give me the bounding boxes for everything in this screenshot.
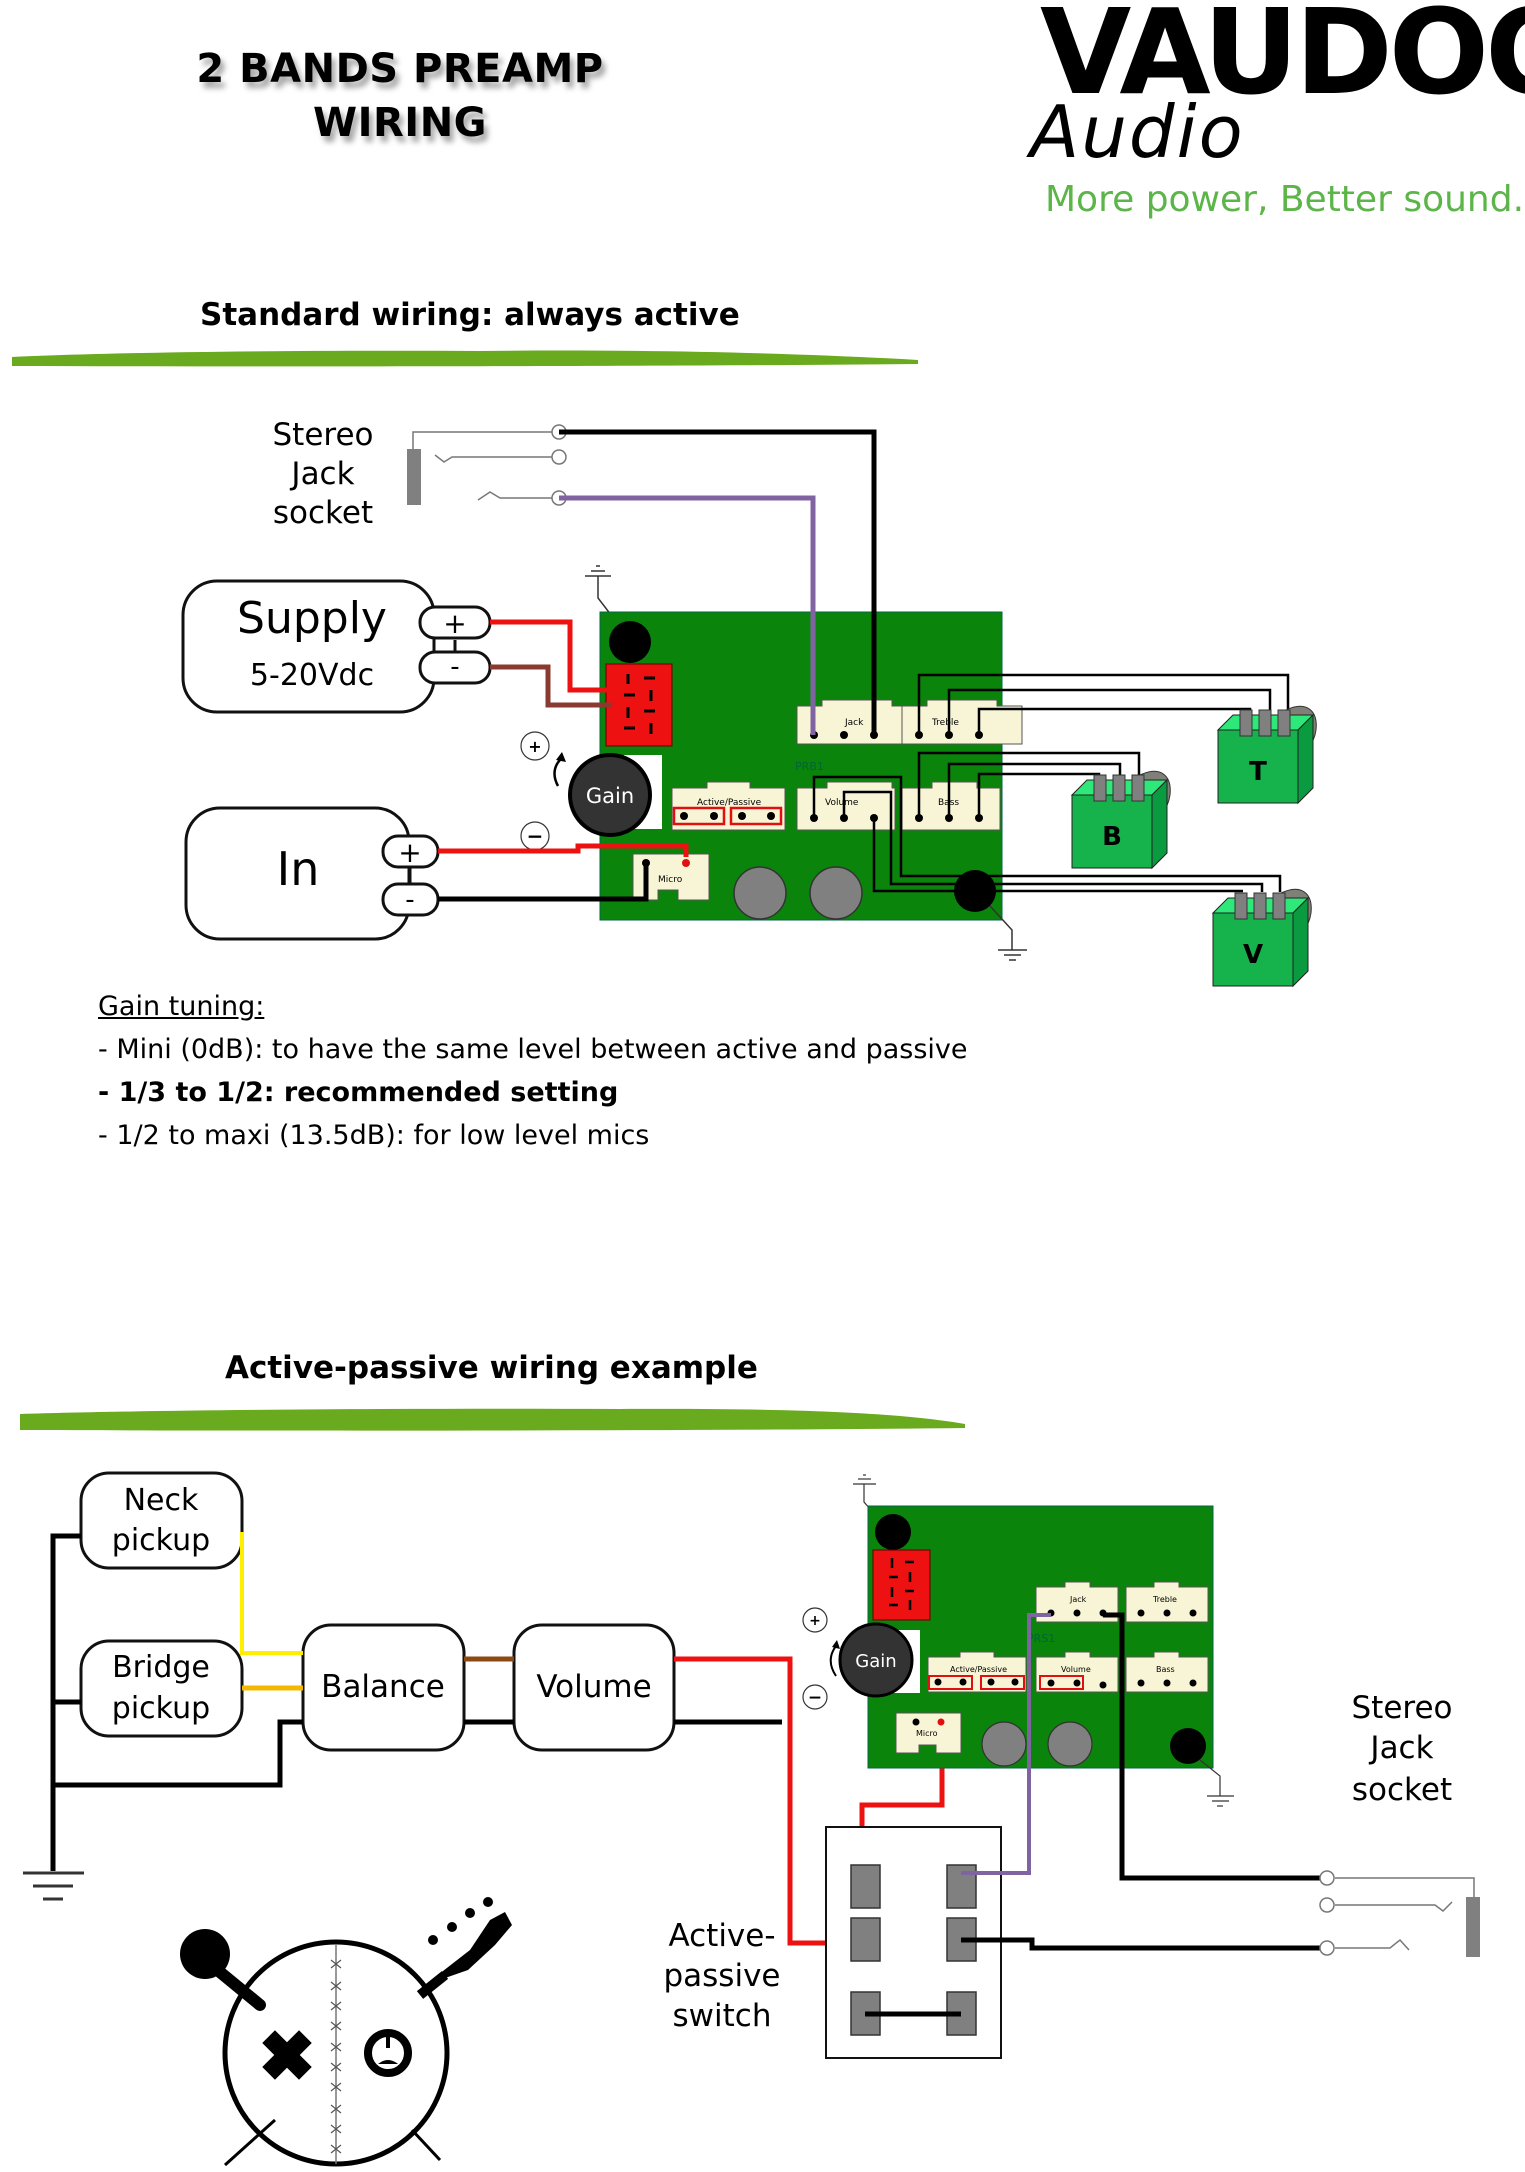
s1-connector-treble: Treble (931, 718, 959, 728)
supply-block: Supply 5-20Vdc + - (181, 579, 492, 714)
volume-label: Volume (536, 1669, 651, 1705)
s2-connector-bass: Bass (1156, 1665, 1175, 1674)
section1-underline (12, 350, 918, 367)
page-title: 2 BANDS PREAMP WIRING (150, 42, 650, 150)
gain-tuning-item: - Mini (0dB): to have the same level bet… (98, 1034, 968, 1065)
balance-label: Balance (321, 1669, 445, 1705)
s2-connector-active-passive: Active/Passive (950, 1665, 1007, 1674)
logo-brand: VAUDOO (1040, 0, 1525, 121)
s2-gain-label: Gain (855, 1651, 896, 1672)
s1-pcb-board: PRB1 Jack Treble Active/Passive Volume (599, 611, 1023, 921)
s1-power-connector (605, 663, 673, 747)
s1-gain-plus-sign: + (528, 737, 541, 756)
s1-jack-label-line: socket (273, 495, 373, 531)
s2-pcb-board: PRS1 Jack Treble Active/Passive Volume (867, 1505, 1214, 1769)
neck-pickup-block: Neck pickup (79, 1471, 244, 1570)
pot-bass: B (1070, 770, 1171, 870)
s1-jack-label-line: Jack (289, 456, 354, 492)
s2-mount-hole (875, 1514, 911, 1550)
section1-heading: Standard wiring: always active (200, 297, 740, 333)
s1-ground-bottom-icon (989, 905, 1027, 961)
pot-treble-label: T (1249, 757, 1267, 787)
s2-connector-jack: Jack (1069, 1595, 1087, 1604)
section2-underline (20, 1408, 965, 1431)
gain-tuning-item-recommended: - 1/3 to 1/2: recommended setting (98, 1077, 619, 1108)
input-minus-sign: - (405, 885, 414, 915)
switch-label-line: switch (673, 1998, 772, 2034)
input-label: In (277, 842, 320, 896)
section2-heading: Active-passive wiring example (225, 1350, 758, 1386)
s2-gain-plus-icon (802, 1607, 828, 1633)
s2-trimmer (981, 1721, 1027, 1767)
s1-mount-hole (609, 621, 651, 663)
logo-sub: Audio (1030, 90, 1245, 174)
input-block: In + - (184, 806, 440, 941)
pot-volume-label: V (1243, 940, 1263, 970)
s2-pcb-ref: PRS1 (1027, 1632, 1055, 1645)
s2-wires-right (961, 1612, 1329, 1951)
supply-label: Supply (237, 593, 387, 644)
s2-jack-label-line: Jack (1368, 1730, 1433, 1766)
gain-tuning-item: - 1/2 to maxi (13.5dB): for low level mi… (98, 1120, 650, 1151)
active-passive-switch (825, 1826, 1002, 2059)
s2-connector-treble: Treble (1152, 1595, 1177, 1604)
s1-gain-plus-icon (520, 731, 550, 761)
tagline: More power, Better sound. (1045, 179, 1525, 220)
pot-bass-label: B (1102, 822, 1122, 852)
neck-pickup-label: pickup (112, 1523, 210, 1558)
pot-volume: V (1211, 888, 1312, 988)
s1-stereo-jack-icon (407, 424, 567, 506)
s2-gain-minus-sign: − (808, 1688, 822, 1708)
s2-jack-label-line: socket (1352, 1772, 1452, 1808)
supply-plus-sign: + (443, 607, 466, 640)
gain-tuning-heading: Gain tuning: (98, 991, 265, 1022)
s1-gain-label: Gain (586, 784, 634, 808)
page-title-line2: WIRING (313, 100, 487, 146)
s2-power-connector (872, 1549, 931, 1621)
s2-stereo-jack-icon (1319, 1870, 1480, 1957)
s2-ground-bottom-icon (1199, 1759, 1234, 1807)
vaudoo-mascot-icon (180, 1897, 512, 2167)
supply-minus-sign: - (450, 652, 459, 682)
s1-pcb-ref: PRB1 (795, 760, 824, 773)
page-title-line1: 2 BANDS PREAMP (196, 46, 604, 92)
s1-gain-knob: Gain + − (520, 731, 652, 851)
supply-voltage: 5-20Vdc (250, 658, 374, 693)
s1-trimmer (733, 866, 787, 920)
s1-gain-minus-sign: − (527, 824, 544, 848)
switch-label-line: Active- (668, 1918, 775, 1954)
s2-trimmer (1047, 1721, 1093, 1767)
s2-gain-knob: Gain + − (802, 1607, 914, 1710)
s1-connector-active-passive: Active/Passive (697, 798, 762, 808)
volume-block: Volume (512, 1623, 676, 1752)
s2-connector-micro: Micro (916, 1729, 938, 1738)
bridge-pickup-label: Bridge (112, 1650, 210, 1685)
s2-gain-arrow-icon (829, 1645, 837, 1677)
pot-treble: T (1216, 705, 1317, 805)
s2-gain-plus-sign: + (809, 1613, 821, 1629)
s1-connector-volume: Volume (825, 798, 859, 808)
s1-connector-micro: Micro (658, 875, 683, 885)
switch-label-line: passive (663, 1958, 780, 1994)
s1-jack-label-line: Stereo (272, 417, 373, 453)
s1-gain-arrow-icon (553, 757, 563, 787)
neck-pickup-label: Neck (124, 1483, 199, 1518)
s2-jack-label-line: Stereo (1351, 1690, 1452, 1726)
gain-tuning-notes: Gain tuning: - Mini (0dB): to have the s… (98, 985, 967, 1157)
bridge-pickup-block: Bridge pickup (79, 1639, 244, 1738)
s2-mount-hole (1170, 1728, 1206, 1764)
s1-trimmer (809, 866, 863, 920)
balance-block: Balance (301, 1623, 466, 1752)
s1-connector-jack: Jack (844, 718, 864, 728)
s2-connector-volume: Volume (1061, 1665, 1091, 1674)
s1-wires (438, 429, 1290, 902)
bridge-pickup-label: pickup (112, 1691, 210, 1726)
s2-ground-left-icon (23, 1871, 84, 1901)
s2-gain-minus-icon (802, 1684, 828, 1710)
input-plus-sign: + (398, 836, 421, 869)
